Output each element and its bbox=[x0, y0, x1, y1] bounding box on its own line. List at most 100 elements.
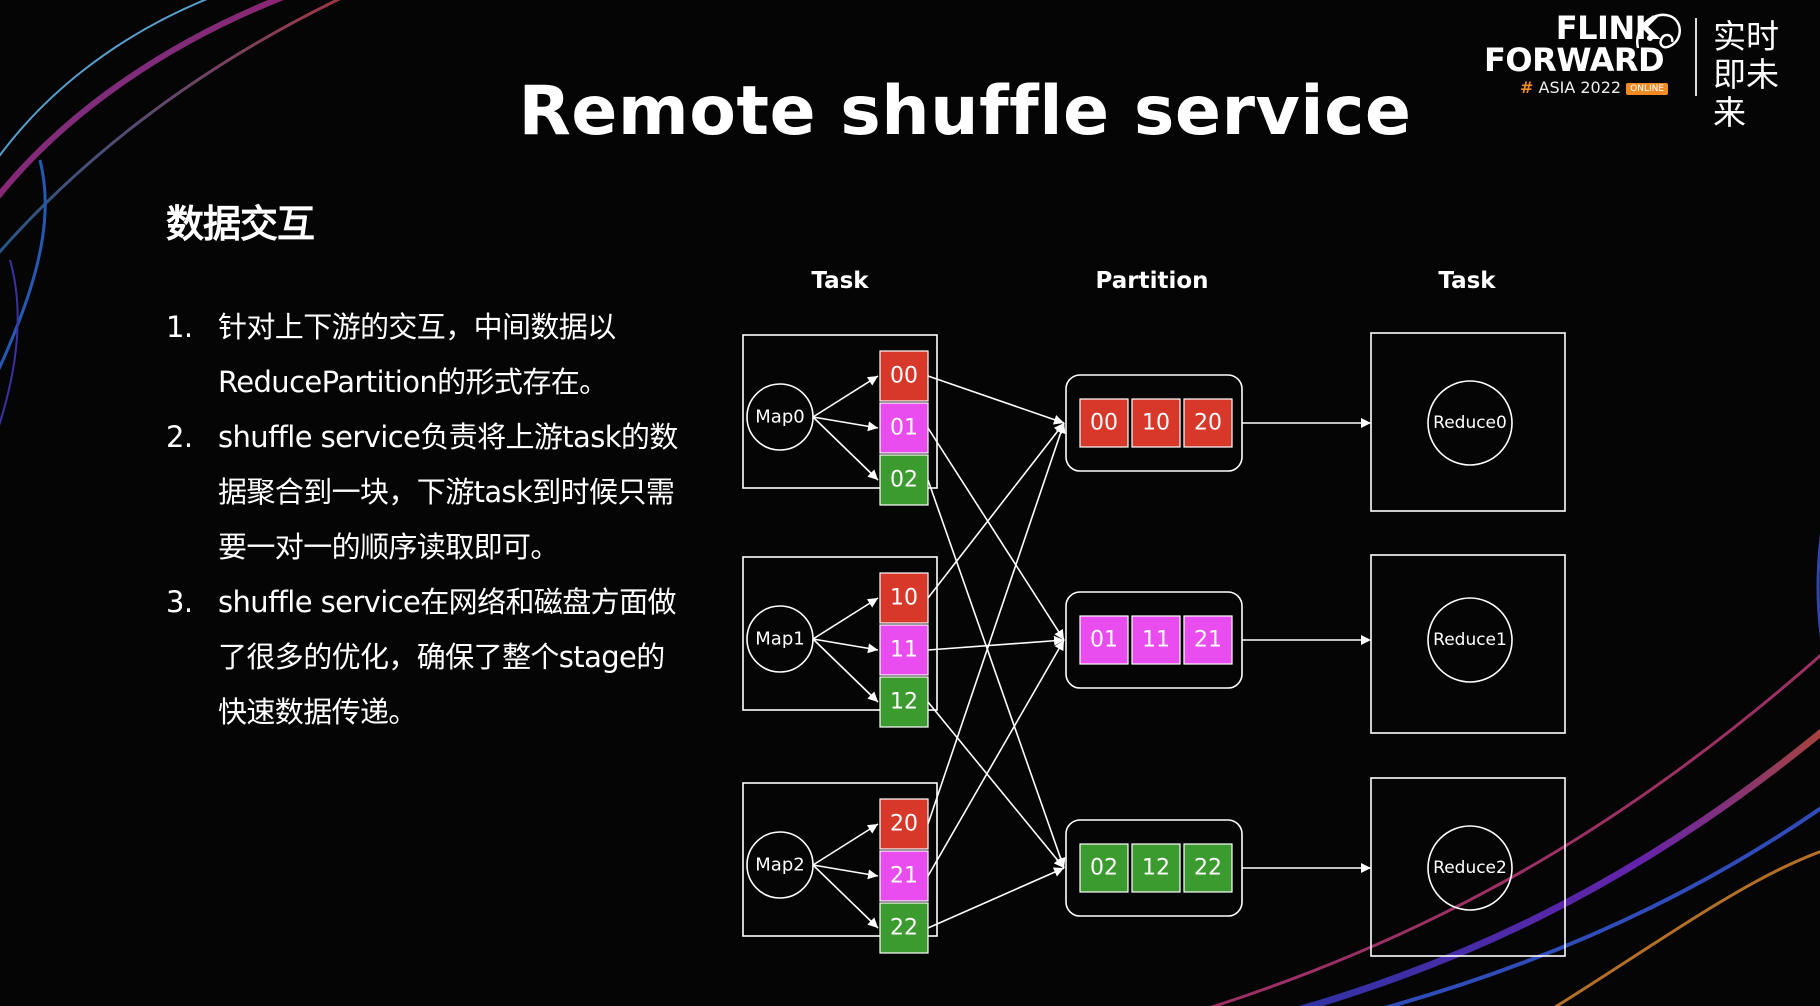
partition-box bbox=[1065, 374, 1243, 472]
flow-arrow bbox=[927, 479, 1066, 869]
map-output-cell bbox=[879, 798, 929, 850]
partition-cell-label: 10 bbox=[1142, 411, 1170, 436]
flow-arrow bbox=[927, 422, 1066, 825]
slogan-text: 实时即未来 bbox=[1713, 17, 1779, 132]
map-label: Map2 bbox=[755, 855, 804, 876]
map-output-label: 22 bbox=[890, 916, 918, 941]
map-node bbox=[746, 831, 814, 899]
partition-cell bbox=[1079, 843, 1129, 893]
partition-cell bbox=[1131, 398, 1181, 448]
bullet-list: 1. 针对上下游的交互，中间数据以ReducePartition的形式存在。 2… bbox=[166, 300, 686, 740]
partition-cell-label: 21 bbox=[1194, 628, 1222, 653]
list-item: 3. shuffle service在网络和磁盘方面做了很多的优化，确保了整个s… bbox=[166, 575, 686, 740]
flow-arrow bbox=[927, 635, 1065, 651]
squirrel-icon bbox=[1635, 13, 1681, 49]
partition-cell-label: 12 bbox=[1142, 856, 1170, 881]
list-item: 1. 针对上下游的交互，中间数据以ReducePartition的形式存在。 bbox=[166, 300, 686, 410]
partition-cell bbox=[1131, 843, 1181, 893]
map-output-label: 01 bbox=[890, 416, 918, 441]
partition-cell bbox=[1183, 843, 1233, 893]
partition-box bbox=[1065, 591, 1243, 689]
flow-arrow bbox=[927, 639, 1065, 877]
partition-cell bbox=[1183, 398, 1233, 448]
map-output-cell bbox=[879, 902, 929, 954]
reduce-label: Reduce1 bbox=[1433, 630, 1507, 650]
flow-arrow bbox=[812, 823, 879, 866]
map-label: Map1 bbox=[755, 629, 804, 650]
partition-cell bbox=[1183, 615, 1233, 665]
flow-arrow bbox=[812, 864, 879, 880]
partition-cell bbox=[1079, 615, 1129, 665]
map-task-box bbox=[742, 334, 938, 489]
reduce-node bbox=[1427, 825, 1513, 911]
map-output-label: 10 bbox=[890, 586, 918, 611]
map-output-label: 12 bbox=[890, 690, 918, 715]
logo-line-forward: FORWARD bbox=[1484, 41, 1665, 79]
item-number: 1. bbox=[166, 310, 193, 344]
map-output-cell bbox=[879, 350, 929, 402]
map-node bbox=[746, 605, 814, 673]
map-output-label: 02 bbox=[890, 468, 918, 493]
hash-mark: # bbox=[1520, 78, 1534, 97]
item-text: shuffle service负责将上游task的数据聚合到一块，下游task到… bbox=[218, 420, 678, 564]
reduce-node bbox=[1427, 380, 1513, 466]
partition-cell bbox=[1079, 398, 1129, 448]
flow-arrow bbox=[927, 701, 1065, 869]
header-task-right: Task bbox=[1438, 268, 1496, 294]
map-label: Map0 bbox=[755, 407, 804, 428]
map-output-label: 11 bbox=[890, 638, 918, 663]
event-year: ASIA 2022 bbox=[1538, 78, 1622, 97]
partition-box bbox=[1065, 819, 1243, 917]
item-text: 针对上下游的交互，中间数据以ReducePartition的形式存在。 bbox=[218, 310, 616, 399]
map-output-cell bbox=[879, 850, 929, 902]
flink-forward-logo: FLINK FORWARD # ASIA 2022 ONLINE 实时即未来 bbox=[1480, 12, 1810, 132]
map-output-cell bbox=[879, 572, 929, 624]
reduce-task-box bbox=[1370, 777, 1566, 957]
flow-arrow bbox=[812, 597, 879, 640]
map-output-cell bbox=[879, 676, 929, 728]
reduce-label: Reduce2 bbox=[1433, 858, 1507, 878]
flow-arrow bbox=[927, 427, 1065, 641]
slide-title: Remote shuffle service bbox=[518, 72, 1412, 151]
partition-cell-label: 11 bbox=[1142, 628, 1170, 653]
item-text: shuffle service在网络和磁盘方面做了很多的优化，确保了整个stag… bbox=[218, 585, 676, 729]
partition-cell-label: 20 bbox=[1194, 411, 1222, 436]
map-output-cell bbox=[879, 454, 929, 506]
logo-divider bbox=[1695, 18, 1697, 96]
flow-arrow bbox=[812, 416, 879, 432]
flow-arrow bbox=[812, 638, 879, 654]
partition-cell-label: 22 bbox=[1194, 856, 1222, 881]
reduce-node bbox=[1427, 597, 1513, 683]
header-partition: Partition bbox=[1095, 268, 1208, 294]
flow-arrow bbox=[812, 375, 879, 418]
section-heading: 数据交互 bbox=[166, 202, 315, 246]
reduce-label: Reduce0 bbox=[1433, 413, 1507, 433]
map-task-box bbox=[742, 782, 938, 937]
partition-cell-label: 00 bbox=[1090, 411, 1118, 436]
flow-arrow bbox=[927, 422, 1065, 599]
partition-cell bbox=[1131, 615, 1181, 665]
map-output-label: 00 bbox=[890, 364, 918, 389]
map-output-cell bbox=[879, 624, 929, 676]
flow-arrow bbox=[812, 638, 879, 703]
list-item: 2. shuffle service负责将上游task的数据聚合到一块，下游ta… bbox=[166, 410, 686, 575]
online-badge: ONLINE bbox=[1626, 82, 1669, 95]
partition-cell-label: 01 bbox=[1090, 628, 1118, 653]
map-output-cell bbox=[879, 402, 929, 454]
event-subtitle: # ASIA 2022 ONLINE bbox=[1520, 78, 1669, 97]
map-output-label: 20 bbox=[890, 812, 918, 837]
map-task-box bbox=[742, 556, 938, 711]
reduce-task-box bbox=[1370, 332, 1566, 512]
map-output-label: 21 bbox=[890, 864, 918, 889]
flow-arrow bbox=[927, 867, 1065, 929]
flow-arrow bbox=[812, 864, 879, 929]
flow-arrow bbox=[812, 416, 879, 481]
item-number: 2. bbox=[166, 420, 193, 454]
reduce-task-box bbox=[1370, 554, 1566, 734]
item-number: 3. bbox=[166, 585, 193, 619]
header-task-left: Task bbox=[811, 268, 869, 294]
flow-arrow bbox=[927, 375, 1065, 425]
map-node bbox=[746, 383, 814, 451]
